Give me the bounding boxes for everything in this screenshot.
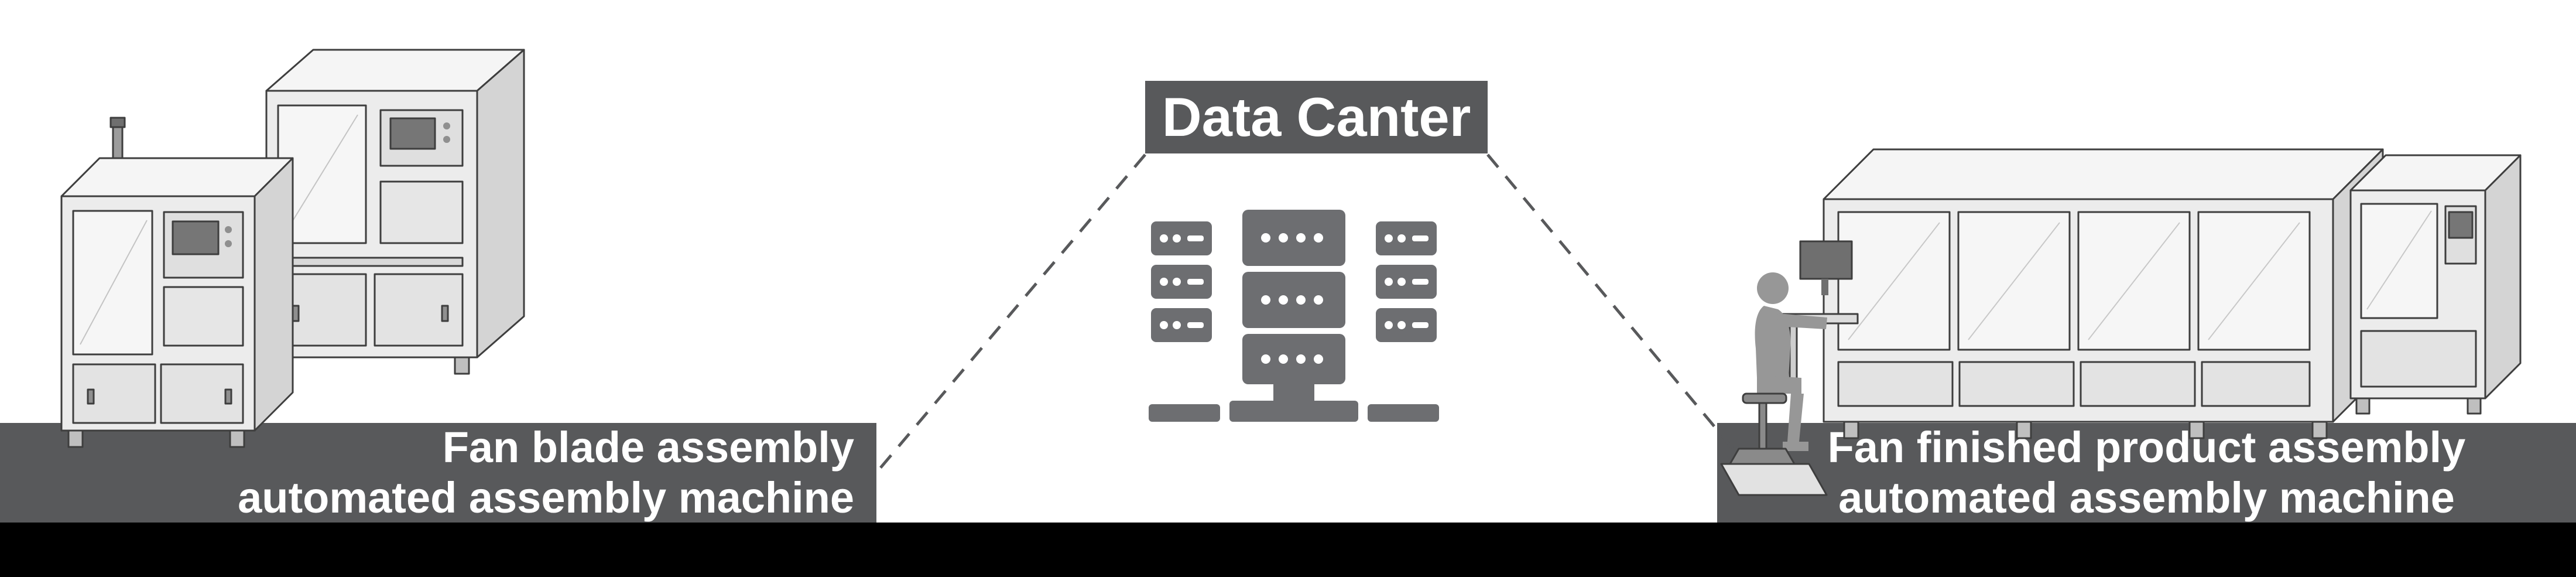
fan-finished-product-assembly-machine-illustration [1720,148,2522,496]
left-machine-label-line2: automated assembly machine [238,473,854,522]
bottom-bar [0,523,2576,577]
fan-blade-assembly-machine-illustration [60,49,525,448]
connector-left-dashed-line [875,153,1146,474]
left-machine-label-line1: Fan blade assembly [442,423,854,472]
left-machine-banner: Fan blade assembly automated assembly ma… [0,423,876,523]
server-rack-icon [1142,206,1446,430]
right-machine-label-line2: automated assembly machine [1838,473,2455,522]
data-center-label-box: Data Canter [1145,81,1488,153]
right-machine-label-line1: Fan finished product assembly [1827,423,2466,472]
right-machine-banner: Fan finished product assembly automated … [1717,423,2576,523]
operator-figure [1755,272,1827,451]
server-rack-icon-svg [1149,210,1439,422]
data-center-title: Data Canter [1162,86,1471,148]
